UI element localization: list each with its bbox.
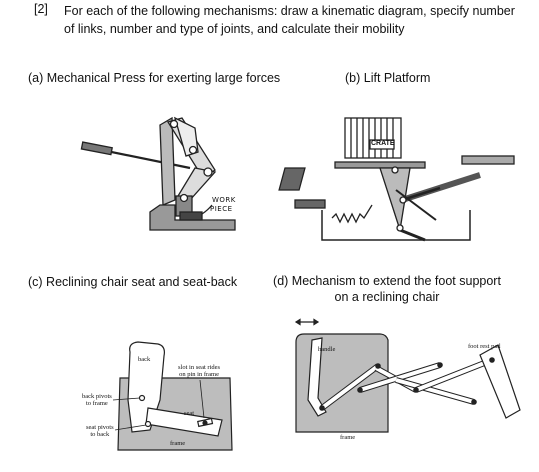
lift-crate [344,117,402,159]
chair-leader-seat-pivot [114,424,147,431]
chair-label-slot: slot in seat rides on pin in frame [178,364,220,378]
chair-seat-pivot [144,420,152,428]
footrest-link-1 [320,364,380,410]
press-handle-grip [80,141,113,156]
lift-right-ledge [461,155,515,165]
caption-d-line2: on a reclining chair [334,290,440,304]
press-pin-3 [203,167,213,177]
lift-pin-3 [399,196,407,204]
lift-brace [395,189,437,221]
chair-label-frame: frame [170,440,186,447]
press-pin-1 [169,119,179,129]
caption-b: (b) Lift Platform [345,71,431,85]
chair-leader-slot [199,379,205,419]
footrest-link-4 [395,378,475,404]
press-base [149,204,236,231]
footrest-pin-2 [375,363,381,369]
footrest-pin-5 [489,357,495,363]
lift-crate-label: CRATE [371,140,395,147]
footrest-link-5 [415,358,493,392]
lift-spring [331,204,373,224]
footrest-pin-6 [471,399,477,405]
chair-label-back-pivots-line2: to frame [85,400,108,407]
question-text: For each of the following mechanisms: dr… [64,4,515,36]
chair-seat [145,407,223,437]
chair-label-slot-line2: on pin in frame [179,371,219,378]
press-pin-4 [179,193,189,203]
chair-label-seat-pivots-line2: to back [90,431,110,438]
chair-label-seat-pivots: seat pivots to back [86,424,114,438]
chair-label-seat: seat [184,410,195,417]
press-pin-2 [188,145,198,155]
lift-crate-label-box [369,139,395,150]
press-label-leader [201,204,213,215]
caption-d: (d) Mechanism to extend the foot support… [262,273,512,305]
chair-label-back-pivots-line1: back pivots [82,393,112,400]
footrest-label-handle: handle [318,346,336,353]
footrest-label-frame: frame [340,434,356,441]
footrest-handle [307,337,327,417]
footrest-link-3 [359,363,441,392]
lift-crate-bars [350,118,394,158]
footrest-label-pad: foot rest pad [468,343,501,350]
footrest-pin-7 [357,387,363,393]
press-label-piece: PIECE [210,205,233,213]
press-column [159,116,176,206]
chair-label-back: back [138,356,151,363]
footrest-pin-3 [413,387,419,393]
lift-pit [321,210,471,241]
lift-bottom-link [399,228,426,242]
press-label-work: WORK [212,196,236,204]
chair-label-back-pivots: back pivots to frame [82,393,112,407]
lift-left-ground [294,199,326,209]
caption-d-line1: (d) Mechanism to extend the foot support [273,274,501,288]
lift-pin-2 [396,224,404,232]
caption-c: (c) Reclining chair seat and seat-back [28,275,238,289]
footrest-pin-1 [319,405,325,411]
footrest-pin-4 [437,362,443,368]
footrest-pad [479,344,521,419]
press-work-piece [179,211,203,221]
footrest-arrow-heads [294,318,320,326]
lift-left-support [278,167,306,191]
caption-a: (a) Mechanical Press for exerting large … [28,71,281,85]
chair-leader-back-pivot [112,397,141,401]
question-number: [2] [34,2,48,16]
chair-label-seat-pivots-line1: seat pivots [86,424,114,431]
chair-label-slot-line1: slot in seat rides [178,364,221,371]
chair-slot-pin [202,420,208,426]
lift-pin-1 [391,166,399,174]
